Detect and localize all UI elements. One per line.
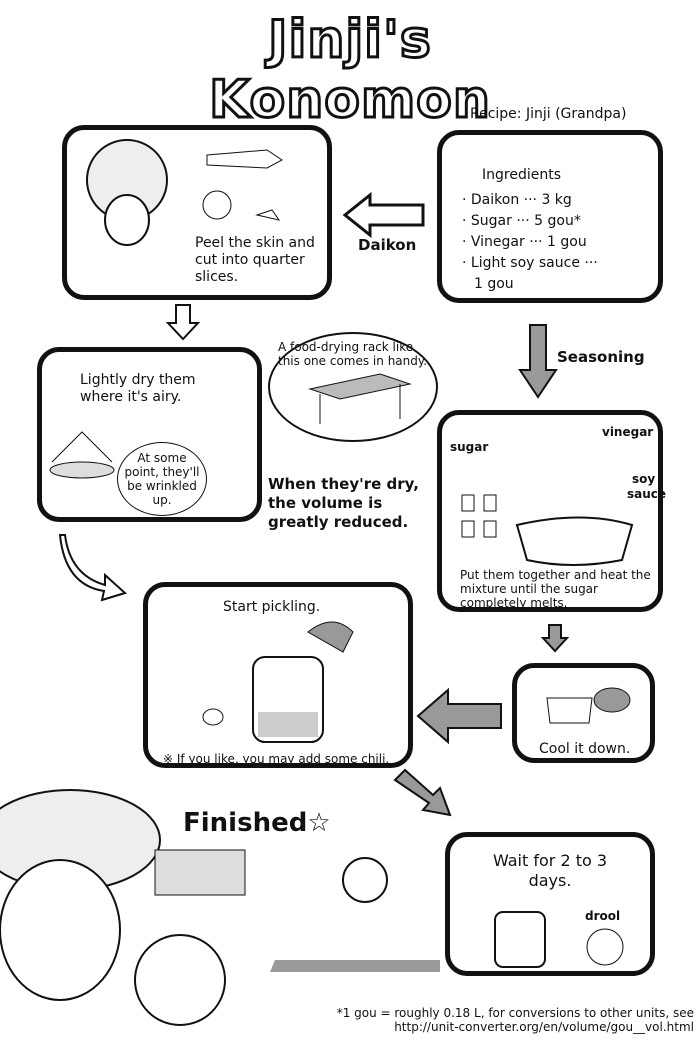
- daikon-arrow-label: Daikon: [358, 236, 417, 254]
- ingredient-item: · Light soy sauce ···: [462, 255, 598, 271]
- pot-illustration: [461, 494, 634, 566]
- rack-text: A food-drying rack like this one comes i…: [278, 340, 428, 368]
- cool-text: Cool it down.: [539, 741, 631, 757]
- ingredients-heading: Ingredients: [482, 167, 561, 183]
- down-arrow-icon: [540, 624, 570, 653]
- wait-text: Wait for 2 to 3 days.: [492, 851, 608, 890]
- running-child-illustration: [270, 857, 440, 972]
- heat-text: Put them together and heat the mixture u…: [460, 568, 651, 610]
- peel-panel: Peel the skin and cut into quarter slice…: [62, 125, 332, 300]
- footnote-url: http://unit-converter.org/en/volume/gou_…: [394, 1020, 694, 1034]
- page-title: Jinji's Konomon: [208, 9, 492, 132]
- recipe-credit: Recipe: Jinji (Grandpa): [470, 106, 627, 122]
- sugar-label: sugar: [450, 440, 489, 454]
- ingredient-item: · Sugar ··· 5 gou*: [462, 213, 581, 229]
- drool-label: drool: [585, 909, 621, 923]
- sauce-label: sauce: [627, 487, 667, 501]
- pickling-title: Start pickling.: [223, 599, 321, 615]
- wrinkle-bubble: At some point, they'll be wrinkled up.: [117, 442, 207, 516]
- grandpa-illustration: [0, 789, 246, 1026]
- dry-text: Lightly dry them where it's airy.: [80, 372, 196, 405]
- peel-text: Peel the skin and cut into quarter slice…: [195, 235, 315, 285]
- ingredient-item: · Daikon ··· 3 kg: [462, 192, 572, 208]
- drying-net-illustration: [49, 431, 115, 479]
- soy-label: soy: [632, 472, 656, 486]
- seasoning-arrow-label: Seasoning: [557, 348, 645, 366]
- down-arrow-icon: [165, 304, 201, 341]
- cool-panel: Cool it down.: [512, 663, 655, 763]
- left-arrow-icon: [342, 191, 425, 239]
- cooling-pot-illustration: [546, 687, 631, 724]
- rack-bubble: A food-drying rack like this one comes i…: [268, 332, 438, 442]
- drying-rack-illustration: [308, 373, 412, 424]
- left-arrow-icon: [416, 687, 502, 745]
- dry-panel: Lightly dry them where it's airy. At som…: [37, 347, 262, 522]
- heat-panel: sugar vinegar soy sauce Put them togethe…: [437, 410, 667, 612]
- wait-panel: Wait for 2 to 3 days. drool: [445, 832, 655, 976]
- chili-note: ※ If you like, you may add some chili.: [163, 752, 390, 766]
- ingredient-item: 1 gou: [474, 276, 514, 292]
- finished-label: Finished☆: [183, 808, 331, 838]
- down-arrow-icon: [518, 324, 558, 399]
- daikon-illustration: [86, 139, 283, 246]
- footnote-line: *1 gou = roughly 0.18 L, for conversions…: [336, 1006, 694, 1020]
- vinegar-label: vinegar: [602, 425, 654, 439]
- pickling-panel: Start pickling. ※ If you like, you may a…: [143, 582, 413, 768]
- ingredient-item: · Vinegar ··· 1 gou: [462, 234, 587, 250]
- footnote: *1 gou = roughly 0.18 L, for conversions…: [337, 1006, 694, 1034]
- ingredients-panel: Ingredients · Daikon ··· 3 kg · Sugar ··…: [437, 130, 663, 303]
- dry-note: When they're dry, the volume is greatly …: [268, 475, 419, 531]
- jar-illustration: [494, 911, 624, 968]
- curved-arrow-icon: [58, 534, 127, 602]
- diagonal-arrow-icon: [393, 768, 452, 817]
- jar-illustration: [202, 621, 354, 743]
